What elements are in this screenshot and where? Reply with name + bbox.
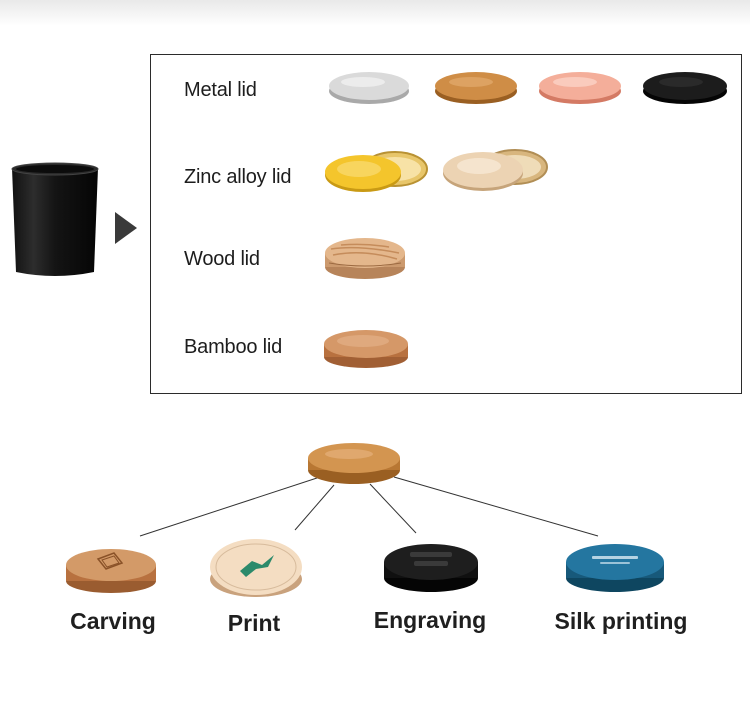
print-wood-lid-image	[210, 539, 302, 597]
silk-printing-label: Silk printing	[554, 608, 688, 634]
zinc-alloy-lid-label: Zinc alloy lid	[184, 166, 292, 188]
wood-lid-image	[325, 238, 405, 279]
black-metal-lid-image	[643, 72, 727, 104]
engraving-label: Engraving	[373, 607, 487, 633]
copper-lid-parent-image	[308, 443, 400, 484]
customization-tree-lines	[139, 476, 599, 537]
top-fade-band	[0, 0, 750, 26]
carving-label: Carving	[70, 608, 156, 634]
rose-gold-metal-lid-image	[539, 72, 621, 104]
black-candle-jar-image	[11, 162, 99, 276]
silver-metal-lid-image	[329, 72, 409, 104]
wood-lid-label: Wood lid	[184, 248, 260, 270]
arrow-right-icon	[115, 212, 137, 244]
bamboo-lid-image	[324, 330, 408, 368]
silk-printing-teal-lid-image	[566, 544, 664, 592]
print-label: Print	[227, 610, 281, 636]
lid-options-panel: Metal lid Zinc alloy lid Wood lid	[150, 54, 742, 394]
carving-bamboo-lid-image	[66, 549, 156, 593]
champagne-zinc-alloy-lid-image	[443, 149, 548, 191]
bamboo-lid-label: Bamboo lid	[184, 336, 283, 358]
metal-lid-label: Metal lid	[184, 79, 257, 101]
engraving-black-lid-image	[384, 544, 478, 592]
gold-zinc-alloy-lid-image	[325, 151, 428, 192]
copper-metal-lid-image	[435, 72, 517, 104]
